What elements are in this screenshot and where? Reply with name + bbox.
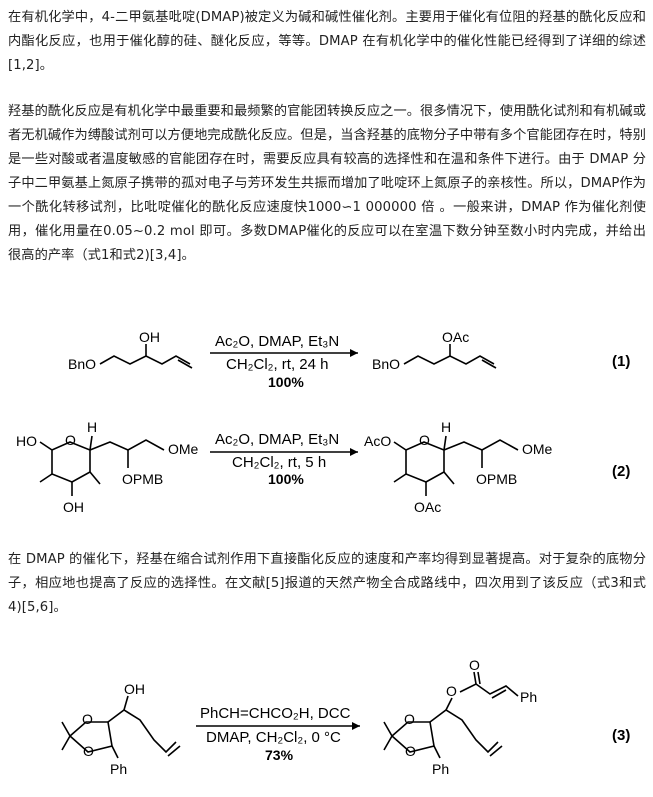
paragraph-esterification: 在 DMAP 的催化下，羟基在缩合试剂作用下直接酯化反应的速度和产率均得到显著提… (8, 552, 646, 615)
eq1-product-alkene-double (481, 359, 497, 369)
eq3-conditions-line1: PhCH=CHCO₂H, DCC (200, 705, 351, 722)
eq2-yield: 100% (268, 471, 304, 487)
eq3-product-ph: Ph (432, 761, 449, 777)
paragraph-acylation: 羟基的酰化反应是有机化学中最重要和最频繁的官能团转换反应之一。很多情况下，使用酰… (8, 104, 646, 263)
eq2-conditions-line2: CH₂Cl₂, rt, 5 h (232, 454, 326, 471)
eq2-product-sidechain (443, 439, 519, 451)
eq3-reactant-ph: Ph (110, 761, 127, 777)
eq3-product-alkene-double (489, 745, 503, 757)
eq2-product-methyl2 (443, 471, 455, 485)
reaction-scheme-2: HO O H OH OMe OPMB Ac₂O, DMAP, Et₃N CH₂C… (16, 419, 630, 515)
eq2-product-ring (393, 441, 445, 483)
eq2-reactant-ring (39, 441, 91, 483)
eq3-product-alkene2-double (491, 689, 507, 699)
eq1-oh-label: OH (139, 329, 160, 345)
eq3-product-cinnamoyl (459, 683, 519, 697)
eq1-yield: 100% (268, 374, 304, 390)
eq1-number: (1) (612, 353, 630, 370)
eq2-reactant-ome: OMe (168, 441, 199, 457)
eq2-conditions-line1: Ac₂O, DMAP, Et₃N (215, 431, 339, 448)
eq2-product-h: H (441, 419, 451, 435)
eq1-oac-label: OAc (442, 329, 469, 345)
eq2-reactant-h: H (87, 419, 97, 435)
eq2-number: (2) (612, 463, 630, 480)
eq2-product-methyl1 (393, 473, 407, 483)
eq1-conditions-line1: Ac₂O, DMAP, Et₃N (215, 333, 339, 350)
eq2-product-ome: OMe (522, 441, 553, 457)
eq3-product-gem-dimethyl (383, 721, 393, 751)
eq2-product-oac: OAc (414, 499, 441, 515)
eq3-product-ester-o-bond (445, 697, 453, 711)
eq2-reactant-methyl1 (39, 473, 53, 483)
eq1-conditions-line2: CH₂Cl₂, rt, 24 h (226, 356, 329, 373)
eq3-reactant-chain (107, 709, 177, 754)
eq3-reactant-o1: O (82, 711, 93, 727)
eq2-reactant-sidechain (89, 439, 165, 451)
eq2-reactant-h-bond (89, 435, 93, 451)
eq3-oh-label: OH (124, 681, 145, 697)
eq2-aco-label: AcO (364, 433, 391, 449)
eq3-reactant-ph-bond (111, 745, 119, 759)
reaction-scheme-1: BnO OH Ac₂O, DMAP, Et₃N CH₂Cl₂, rt, 24 h… (68, 329, 630, 390)
eq3-reactant-dioxolane (69, 721, 113, 753)
eq3-conditions-line2: DMAP, CH₂Cl₂, 0 °C (206, 729, 341, 746)
eq1-arrow-head (350, 349, 358, 357)
eq1-product-chain (403, 355, 495, 365)
eq2-ho-label: HO (16, 433, 37, 449)
eq2-reactant-ring-o: O (65, 432, 76, 448)
eq3-product-ph-cinnamyl: Ph (520, 689, 537, 705)
eq3-number: (3) (612, 727, 630, 744)
eq2-product-opmb: OPMB (476, 471, 517, 487)
reaction-scheme-3: O O Ph OH PhCH=CHCO₂H, DCC DMAP, CH₂Cl₂,… (61, 657, 630, 777)
eq2-product-ring-o: O (419, 432, 430, 448)
eq2-reactant-opmb: OPMB (122, 471, 163, 487)
eq3-reactant-gem-dimethyl (61, 721, 71, 751)
eq3-product-dioxolane (391, 721, 435, 753)
eq3-reactant-oh-bond (123, 695, 129, 711)
eq2-reactant-oh: OH (63, 499, 84, 515)
eq3-product-ph-bond (433, 745, 441, 759)
eq3-product-o2: O (405, 743, 416, 759)
paragraph-intro: 在有机化学中，4-二甲氨基吡啶(DMAP)被定义为碱和碱性催化剂。主要用于催化有… (8, 10, 646, 73)
eq3-yield: 73% (265, 747, 294, 763)
eq3-product-carbonyl-o: O (469, 657, 480, 673)
eq1-bno-label: BnO (68, 356, 96, 372)
eq3-arrow-head (352, 722, 360, 730)
eq2-product-h-bond (443, 435, 447, 451)
eq2-arrow-head (350, 448, 358, 456)
eq1-product-bno-label: BnO (372, 356, 400, 372)
eq3-reactant-alkene-double (167, 745, 181, 757)
eq1-reactant-chain (99, 355, 191, 365)
eq2-reactant-methyl2 (89, 471, 101, 485)
eq3-product-carbonyl-double (473, 671, 481, 685)
eq1-reactant-alkene-double (177, 359, 193, 369)
eq3-reactant-o2: O (83, 743, 94, 759)
eq3-product-ester-o: O (446, 683, 457, 699)
eq3-product-o1: O (404, 711, 415, 727)
eq3-product-chain (429, 709, 499, 754)
